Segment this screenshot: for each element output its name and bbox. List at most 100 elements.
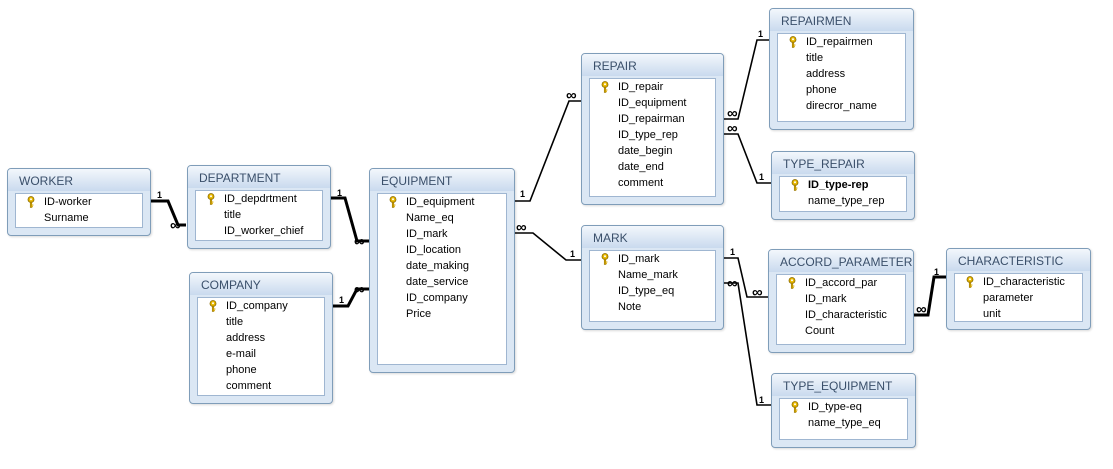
table-field[interactable]: ID_mark (378, 226, 506, 242)
field-name: ID_location (406, 244, 462, 256)
table-field[interactable]: date_making (378, 258, 506, 274)
card-one-mark-type-equipment: 1 (759, 395, 765, 405)
table-field[interactable]: comment (198, 378, 324, 394)
table-field[interactable]: address (198, 330, 324, 346)
table-field[interactable]: date_end (590, 159, 715, 175)
field-name: address (806, 68, 846, 80)
table-field[interactable]: phone (778, 82, 905, 98)
primary-key-field[interactable]: ID_accord_par (777, 275, 905, 291)
card-one-characteristic-accord: 1 (934, 267, 940, 277)
field-name: date_begin (618, 145, 673, 157)
table-field[interactable]: ID_mark (777, 291, 905, 307)
table-field[interactable]: Name_mark (590, 267, 715, 283)
field-name: ID_company (406, 292, 468, 304)
key-icon (790, 401, 800, 413)
primary-key-field[interactable]: ID-worker (16, 194, 142, 210)
field-name: name_type_eq (808, 417, 881, 429)
table-field[interactable]: comment (590, 175, 715, 191)
field-name: phone (806, 84, 837, 96)
field-name: ID_type-rep (808, 179, 869, 191)
table-field[interactable]: date_service (378, 274, 506, 290)
table-field[interactable]: title (198, 314, 324, 330)
table-field[interactable]: e-mail (198, 346, 324, 362)
table-field[interactable]: title (778, 50, 905, 66)
table-field[interactable]: date_begin (590, 143, 715, 159)
field-name: parameter (983, 292, 1034, 304)
primary-key-field[interactable]: ID_mark (590, 251, 715, 267)
table-title: MARK (582, 226, 723, 248)
primary-key-field[interactable]: ID_type-rep (780, 177, 906, 193)
card-many-repair-type-repair: ∞ (727, 120, 738, 137)
table-type-equipment[interactable]: TYPE_EQUIPMENT ID_type-eq name_type_eq (771, 373, 916, 448)
table-title: DEPARTMENT (188, 166, 330, 188)
table-field[interactable]: ID_equipment (590, 95, 715, 111)
field-name: unit (983, 308, 1001, 320)
primary-key-field[interactable]: ID_equipment (378, 194, 506, 210)
key-icon (787, 277, 797, 289)
field-name: comment (618, 177, 664, 189)
field-list: ID_type-rep name_type_rep (779, 176, 907, 212)
table-field[interactable]: ID_characteristic (777, 307, 905, 323)
card-many-department-equipment: ∞ (354, 233, 365, 250)
primary-key-field[interactable]: ID_repairmen (778, 34, 905, 50)
key-icon (206, 193, 216, 205)
field-name: e-mail (226, 348, 256, 360)
table-title: REPAIRMEN (770, 9, 913, 31)
table-field[interactable]: address (778, 66, 905, 82)
primary-key-field[interactable]: ID_type-eq (780, 399, 907, 415)
table-field[interactable]: ID_repairman (590, 111, 715, 127)
card-one-mark-accord: 1 (730, 247, 736, 257)
key-icon (208, 300, 218, 312)
card-one-equipment-repair: 1 (520, 189, 526, 199)
table-field[interactable]: Count (777, 323, 905, 339)
field-name: name_type_rep (808, 195, 885, 207)
table-title: TYPE_EQUIPMENT (772, 374, 915, 396)
table-field[interactable]: unit (955, 306, 1082, 322)
card-many-company-equipment: ∞ (354, 281, 365, 298)
table-field[interactable]: parameter (955, 290, 1082, 306)
primary-key-field[interactable]: ID_characteristic (955, 274, 1082, 290)
table-field[interactable]: phone (198, 362, 324, 378)
table-field[interactable]: ID_type_rep (590, 127, 715, 143)
field-name: ID_repairmen (806, 36, 873, 48)
table-field[interactable]: ID_location (378, 242, 506, 258)
rel-worker-department (151, 199, 186, 227)
table-field[interactable]: Price (378, 306, 506, 322)
primary-key-field[interactable]: ID_depdrtment (196, 191, 322, 207)
field-name: date_making (406, 260, 469, 272)
table-title: WORKER (8, 169, 150, 191)
key-icon (26, 196, 36, 208)
table-field[interactable]: title (196, 207, 322, 223)
table-field[interactable]: name_type_eq (780, 415, 907, 431)
primary-key-field[interactable]: ID_company (198, 298, 324, 314)
table-field[interactable]: ID_type_eq (590, 283, 715, 299)
table-field[interactable]: ID_worker_chief (196, 223, 322, 239)
table-title: CHARACTERISTIC (947, 249, 1090, 271)
card-one-department-equipment: 1 (337, 188, 343, 198)
field-name: title (226, 316, 244, 328)
primary-key-field[interactable]: ID_repair (590, 79, 715, 95)
field-name: date_end (618, 161, 664, 173)
table-field[interactable]: Note (590, 299, 715, 315)
table-field[interactable]: Name_eq (378, 210, 506, 226)
field-name: Count (805, 325, 835, 337)
table-field[interactable]: Surname (16, 210, 142, 226)
table-characteristic[interactable]: CHARACTERISTIC ID_characteristic parameter… (946, 248, 1091, 330)
table-field[interactable]: direcror_name (778, 98, 905, 114)
table-field[interactable]: name_type_rep (780, 193, 906, 209)
table-field[interactable]: ID_company (378, 290, 506, 306)
